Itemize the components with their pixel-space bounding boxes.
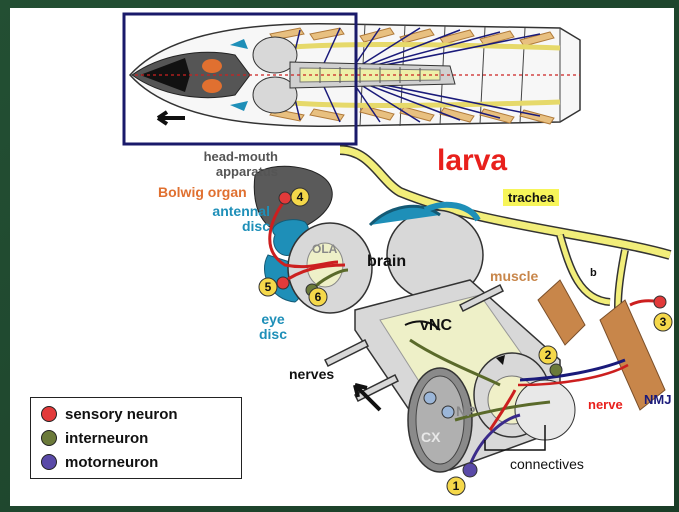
legend-item-motorneuron: motorneuron (41, 452, 158, 472)
title-larva: larva (437, 146, 507, 176)
label-bolwig-organ: Bolwig organ (158, 185, 247, 199)
legend: sensory neuron interneuron motorneuron (30, 397, 242, 479)
label-antennal-disc: antennal disc (200, 204, 270, 235)
sensory-neuron-dot-3 (654, 296, 666, 308)
interneuron-dot-2 (550, 364, 562, 376)
badge-3: 3 (660, 315, 667, 329)
label-vnc: vNC (420, 318, 452, 334)
sensory-neuron-dot-4 (279, 192, 291, 204)
legend-item-interneuron: interneuron (41, 428, 148, 448)
larva-body (124, 14, 580, 144)
anterior-arrow (158, 112, 185, 124)
legend-label-sensory: sensory neuron (65, 406, 178, 423)
motorneuron-swatch (41, 454, 57, 470)
legend-item-sensory: sensory neuron (41, 404, 178, 424)
label-nerve: nerve (588, 398, 623, 411)
muscle-shape-1 (538, 280, 585, 345)
label-trachea: trachea (503, 189, 559, 206)
motorneuron-dot-1 (463, 463, 477, 477)
sensory-neuron-swatch (41, 406, 57, 422)
label-ola: OLA (312, 243, 337, 255)
label-brain: brain (367, 254, 406, 270)
label-cx: CX (421, 430, 440, 444)
badge-2: 2 (545, 348, 552, 362)
label-eye-disc: eye disc (258, 312, 288, 343)
sensory-neuron-dot-5 (277, 277, 289, 289)
label-np: NP (456, 404, 475, 418)
badge-5: 5 (265, 280, 272, 294)
interneuron-swatch (41, 430, 57, 446)
label-nmj: NMJ (644, 393, 671, 406)
badge-6: 6 (315, 290, 322, 304)
label-muscle: muscle (490, 269, 538, 283)
label-nerves: nerves (289, 367, 334, 381)
legend-label-interneuron: interneuron (65, 430, 148, 447)
label-connectives: connectives (510, 457, 584, 471)
label-head-mouth-apparatus: head-mouth apparatus (168, 150, 278, 180)
badge-4: 4 (297, 190, 304, 204)
badge-1: 1 (453, 479, 460, 493)
label-b: b (590, 268, 597, 279)
legend-label-motorneuron: motorneuron (65, 454, 158, 471)
